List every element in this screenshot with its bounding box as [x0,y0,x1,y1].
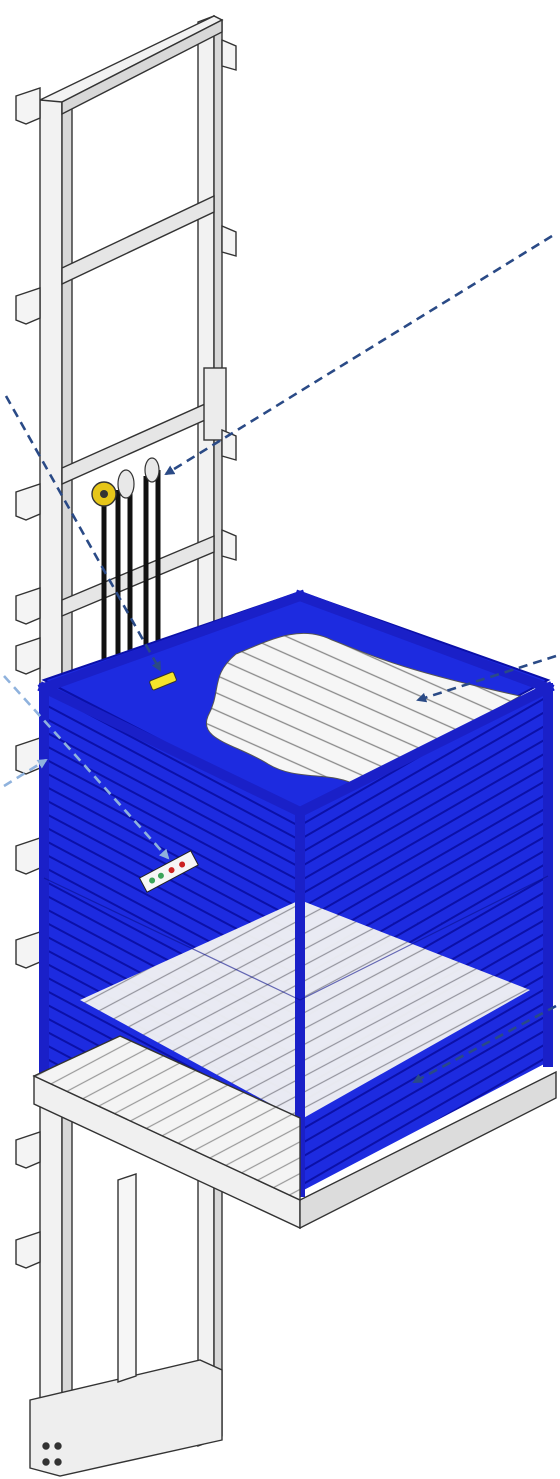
control-panel [138,850,199,893]
callout-cab-light [4,395,162,672]
wall-brackets-left [15,87,41,1269]
cross-member-4 [61,534,215,618]
cross-member-3 [61,398,215,486]
base-frame [29,1359,223,1477]
callout-cab-floor [412,1004,557,1084]
callout-cab-ceiling [416,654,557,703]
cab-ceiling [205,632,522,787]
platform [32,1035,557,1230]
callout-control-panel [3,675,170,860]
drive-sprocket [91,457,160,507]
cab-light [149,671,177,691]
callout-mast-rail [3,758,48,788]
top-cross-member-face [61,18,223,116]
base-post [117,1173,137,1383]
cross-member-2 [61,194,215,286]
cab [37,589,555,1197]
wall-brackets-right [221,38,237,561]
callout-drive-chain [164,234,553,476]
drive-chains [101,470,161,680]
rail-plate [203,367,227,441]
top-cross-member [37,15,224,103]
